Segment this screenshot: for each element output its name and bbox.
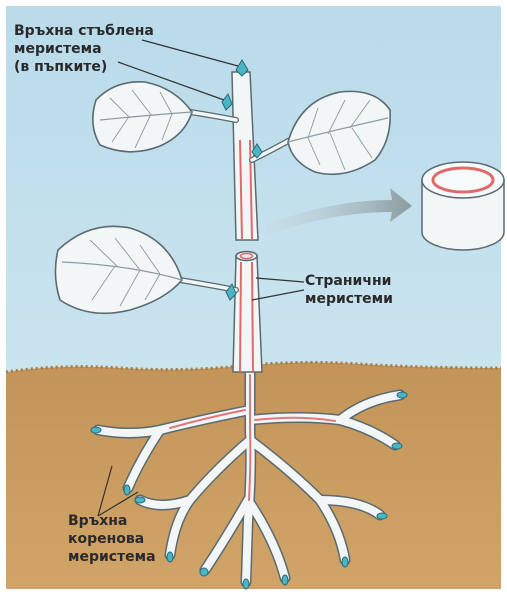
apical-root-meristem-label: Връхна коренова меристема (68, 512, 156, 566)
lateral-meristems-label: Странични меристеми (305, 272, 393, 308)
stem-cross-section (422, 162, 504, 250)
lower-stem (233, 252, 262, 373)
apical-stem-meristem-label: Връхна стъблена меристема (в пъпките) (14, 22, 154, 76)
